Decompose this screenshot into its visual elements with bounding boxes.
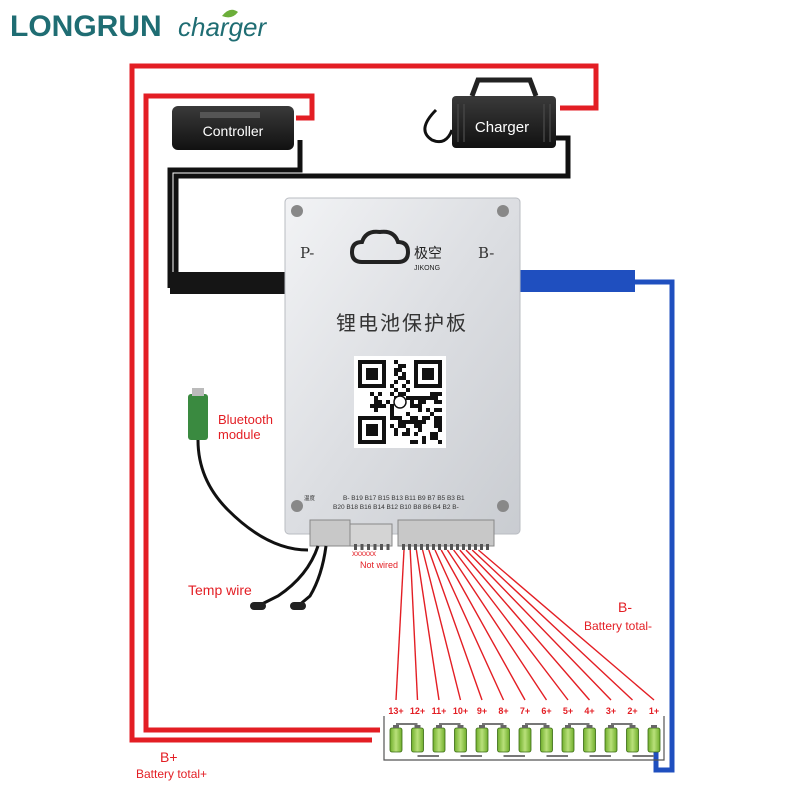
bluetooth-cable bbox=[196, 439, 309, 552]
cell-label: 4+ bbox=[584, 706, 594, 716]
b-minus-label: B- bbox=[618, 599, 632, 615]
screw-icon bbox=[497, 500, 509, 512]
balance-wire bbox=[428, 549, 483, 701]
balance-wire bbox=[395, 549, 405, 701]
bluetooth-module-board bbox=[188, 394, 208, 440]
cell-label: 12+ bbox=[410, 706, 425, 716]
pack-frame bbox=[383, 716, 665, 761]
cell-label: 11+ bbox=[432, 706, 447, 716]
pin-labels-top: B- B19 B17 B15 B13 B11 B9 B7 B5 B3 B1 bbox=[343, 495, 465, 502]
qr-code bbox=[354, 356, 446, 448]
charger-box bbox=[452, 96, 556, 148]
screw-icon bbox=[291, 500, 303, 512]
battery-cell bbox=[497, 727, 510, 753]
red-controller-wire bbox=[143, 93, 380, 733]
battery-cell bbox=[518, 727, 532, 753]
not-wired-label: Not wired bbox=[360, 560, 398, 570]
unused-connector bbox=[349, 523, 393, 547]
temp-probe-2 bbox=[290, 602, 306, 610]
balance-wire bbox=[421, 549, 462, 701]
balance-wire bbox=[471, 549, 633, 701]
blue-battery-wire bbox=[632, 279, 675, 773]
cell-label: 7+ bbox=[520, 706, 530, 716]
logo-brand: LONGRUN bbox=[10, 10, 162, 43]
balance-wire bbox=[409, 549, 419, 701]
black-controller-wire bbox=[167, 140, 303, 288]
battery-cells: 13+ 12+ 11+ 10+ 9+ 8+ 7+ 6+ 5+ 4+ 3+ 2+ 1+ bbox=[383, 706, 665, 761]
cell-label: 9+ bbox=[477, 706, 487, 716]
controller-label: Controller bbox=[203, 123, 264, 139]
battery-cell bbox=[432, 727, 446, 753]
balance-wire bbox=[453, 549, 569, 701]
charger-label: Charger bbox=[475, 119, 529, 136]
battery-cell bbox=[389, 727, 403, 753]
battery-cell bbox=[647, 727, 661, 753]
charger-handle bbox=[469, 77, 539, 97]
black-charger-wire bbox=[173, 135, 571, 288]
p-terminal-label: P- bbox=[300, 244, 314, 262]
temp-wire-label: Temp wire bbox=[188, 582, 252, 598]
balance-wire bbox=[477, 549, 655, 701]
battery-cell bbox=[540, 727, 553, 753]
bms-title: 锂电池保护板 bbox=[336, 312, 468, 335]
logo-suffix: charger bbox=[178, 12, 267, 42]
bluetooth-antenna bbox=[192, 388, 204, 396]
temp-probe-1 bbox=[250, 602, 266, 610]
balance-wire bbox=[446, 549, 548, 701]
cell-label: 8+ bbox=[498, 706, 508, 716]
bluetooth-label-1: Bluetooth bbox=[218, 412, 273, 427]
leaf-icon bbox=[222, 9, 238, 18]
controller-label-plate bbox=[200, 112, 260, 118]
red-main-wire bbox=[129, 63, 599, 743]
bms-logo-en: JIKONG bbox=[414, 265, 440, 272]
battery-cell bbox=[561, 727, 575, 753]
pin-labels-bottom: B20 B18 B16 B14 B12 B10 B8 B6 B4 B2 B- bbox=[333, 504, 459, 511]
connector-pins bbox=[354, 544, 489, 550]
balance-wire bbox=[440, 549, 526, 701]
temp-wire-1 bbox=[257, 545, 320, 608]
temp-connector bbox=[309, 519, 351, 547]
cell-label: 5+ bbox=[563, 706, 573, 716]
bluetooth-label-2: module bbox=[218, 427, 261, 442]
battery-cell bbox=[604, 727, 618, 753]
balance-wire bbox=[459, 549, 591, 701]
b-minus-cable bbox=[515, 270, 635, 292]
p-minus-cable bbox=[170, 272, 290, 294]
b-plus-label: B+ bbox=[160, 749, 178, 765]
pin-prefix: 温度 bbox=[304, 494, 316, 502]
temp-wire-2 bbox=[297, 545, 328, 608]
b-plus-total-label: Battery total+ bbox=[136, 767, 207, 781]
cell-label: 10+ bbox=[453, 706, 468, 716]
cloud-logo-icon bbox=[349, 229, 411, 264]
battery-cell bbox=[475, 727, 489, 753]
charger-cable bbox=[423, 108, 454, 144]
cell-label: 13+ bbox=[388, 706, 403, 716]
balance-wires bbox=[395, 549, 655, 701]
b-terminal-label: B- bbox=[478, 244, 494, 262]
cell-label: 6+ bbox=[541, 706, 551, 716]
battery-cell bbox=[454, 727, 467, 753]
not-wired-marks: xxxxxx bbox=[352, 549, 376, 558]
cell-label: 3+ bbox=[606, 706, 616, 716]
battery-cell bbox=[626, 727, 639, 753]
screw-icon bbox=[291, 205, 303, 217]
battery-cell bbox=[583, 727, 596, 753]
battery-cell bbox=[411, 727, 424, 753]
balance-wire bbox=[434, 549, 505, 701]
balance-wire bbox=[415, 549, 440, 701]
balance-wire bbox=[465, 549, 612, 701]
screw-icon bbox=[497, 205, 509, 217]
balance-connector bbox=[397, 519, 495, 547]
b-minus-total-label: Battery total- bbox=[584, 619, 652, 633]
bms-logo-cn: 极空 bbox=[414, 245, 442, 261]
cell-label: 2+ bbox=[627, 706, 637, 716]
cell-label: 1+ bbox=[649, 706, 659, 716]
